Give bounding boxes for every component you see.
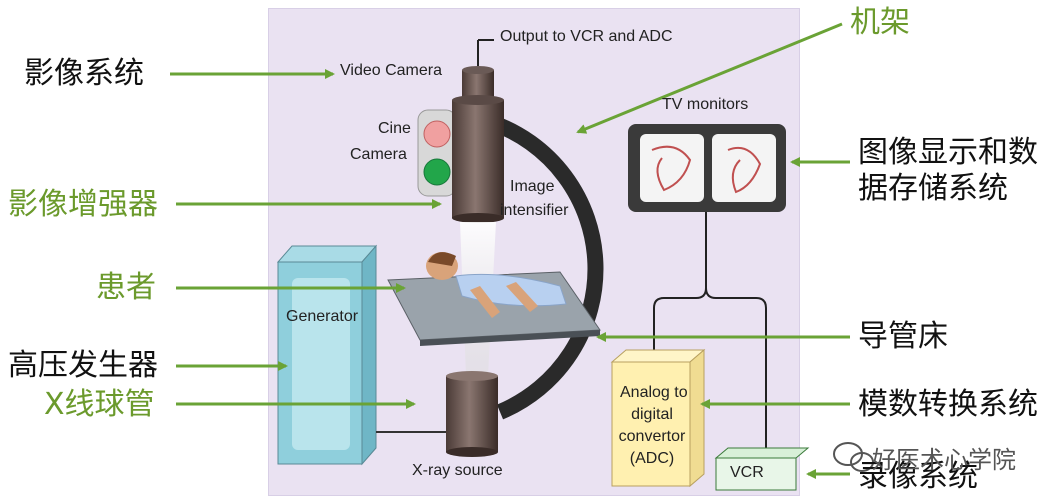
c-arm xyxy=(487,114,604,420)
label-image-intensifier: 影像增强器 xyxy=(8,187,158,222)
arrow-gantry xyxy=(576,22,843,134)
label-xray-tube: X线球管 xyxy=(44,387,155,422)
text-adc-4: (ADC) xyxy=(629,450,675,467)
label-hv-generator: 高压发生器 xyxy=(8,348,158,383)
label-gantry: 机架 xyxy=(850,5,910,40)
text-adc-3: convertor xyxy=(618,428,686,445)
text-image-2: intensifier xyxy=(500,202,569,219)
text-output: Output to VCR and ADC xyxy=(500,28,673,45)
text-image-1: Image xyxy=(510,178,555,195)
text-tv-monitors: TV monitors xyxy=(662,96,749,113)
text-video-camera: Video Camera xyxy=(340,62,442,79)
label-recording-system: 录像系统 xyxy=(858,459,978,494)
image-intensifier xyxy=(452,100,504,218)
xray-source xyxy=(446,371,498,457)
patient-figure xyxy=(426,252,567,318)
text-cine-1: Cine xyxy=(378,120,411,137)
label-patient: 患者 xyxy=(96,270,156,305)
watermark: 好医术心学院 xyxy=(872,446,1016,474)
cine-camera xyxy=(417,109,457,197)
label-adc-system: 模数转换系统 xyxy=(858,387,1038,422)
label-display-storage-1: 图像显示和数 xyxy=(858,135,1038,170)
text-generator: Generator xyxy=(286,308,359,325)
text-adc-2: digital xyxy=(631,406,673,423)
label-display-storage-2: 据存储系统 xyxy=(858,171,1008,206)
text-xray-source: X-ray source xyxy=(412,462,503,479)
generator-cabinet xyxy=(276,244,378,466)
wechat-icon xyxy=(833,442,874,472)
label-catheter-bed: 导管床 xyxy=(858,319,948,354)
text-adc-1: Analog to xyxy=(620,384,688,401)
adc-box xyxy=(610,348,706,488)
vcr-box xyxy=(714,447,810,491)
tv-monitors xyxy=(628,124,786,212)
monitor-wires xyxy=(653,212,767,450)
label-imaging-system: 影像系统 xyxy=(24,56,144,91)
text-cine-2: Camera xyxy=(350,146,407,163)
text-vcr: VCR xyxy=(730,464,764,481)
